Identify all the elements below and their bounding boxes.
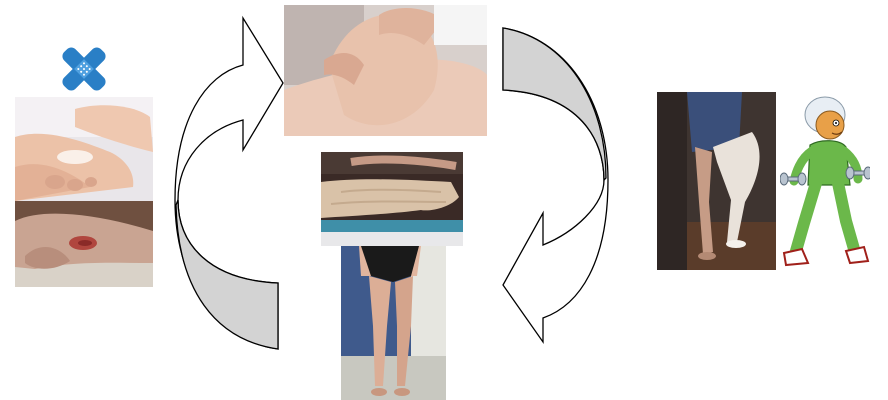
leg-bandaging-photo bbox=[321, 152, 463, 246]
compression-stocking-leg-photo bbox=[657, 92, 776, 270]
left-arrow-shaded-band bbox=[176, 200, 278, 349]
skin-care-foot-photo bbox=[15, 97, 153, 201]
right-arrow-shaded-band bbox=[503, 28, 606, 180]
standing-legs-photo bbox=[341, 246, 446, 400]
ankle-wound-photo bbox=[15, 201, 153, 287]
walking-grandma-dumbbells-icon bbox=[780, 93, 870, 271]
bandage-cross-icon bbox=[57, 42, 111, 96]
leg-massage-photo bbox=[284, 5, 487, 136]
